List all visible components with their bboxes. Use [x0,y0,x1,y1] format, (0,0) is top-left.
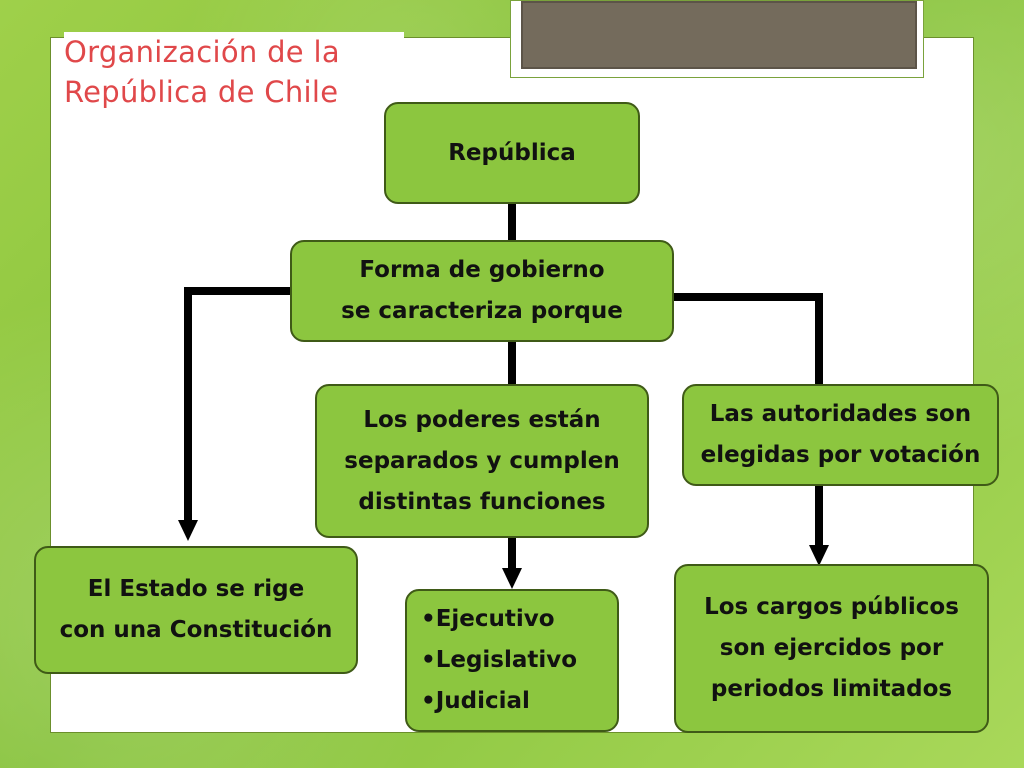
node-forma-gobierno-label: Forma de gobierno se caracteriza porque [341,257,623,324]
connector-forma-autoridades [674,293,823,386]
node-ramas: •Ejecutivo •Legislativo •Judicial [405,589,619,732]
slide-title: Organización de la República de Chile [64,32,404,112]
arrowhead-cargos [809,545,829,566]
node-estado-label: El Estado se rige con una Constitución [59,576,333,643]
node-republica: República [384,102,640,204]
header-image-frame [510,0,924,78]
arrowhead-estado [178,520,198,541]
node-cargos-label: Los cargos públicos son ejercidos por pe… [704,594,959,702]
node-forma-gobierno: Forma de gobierno se caracteriza porque [290,240,674,342]
header-image [521,1,917,69]
node-republica-label: República [448,139,576,166]
connector-forma-estado [184,287,290,520]
node-autoridades: Las autoridades son elegidas por votació… [682,384,999,486]
title-line-2: República de Chile [64,75,339,109]
arrowhead-ramas [502,568,522,589]
node-autoridades-label: Las autoridades son elegidas por votació… [700,401,981,468]
node-estado: El Estado se rige con una Constitución [34,546,358,674]
title-line-1: Organización de la [64,35,340,69]
node-ramas-label: •Ejecutivo •Legislativo •Judicial [421,606,578,714]
node-cargos: Los cargos públicos son ejercidos por pe… [674,564,989,733]
node-poderes-label: Los poderes están separados y cumplen di… [344,406,620,515]
node-poderes: Los poderes están separados y cumplen di… [315,384,649,538]
